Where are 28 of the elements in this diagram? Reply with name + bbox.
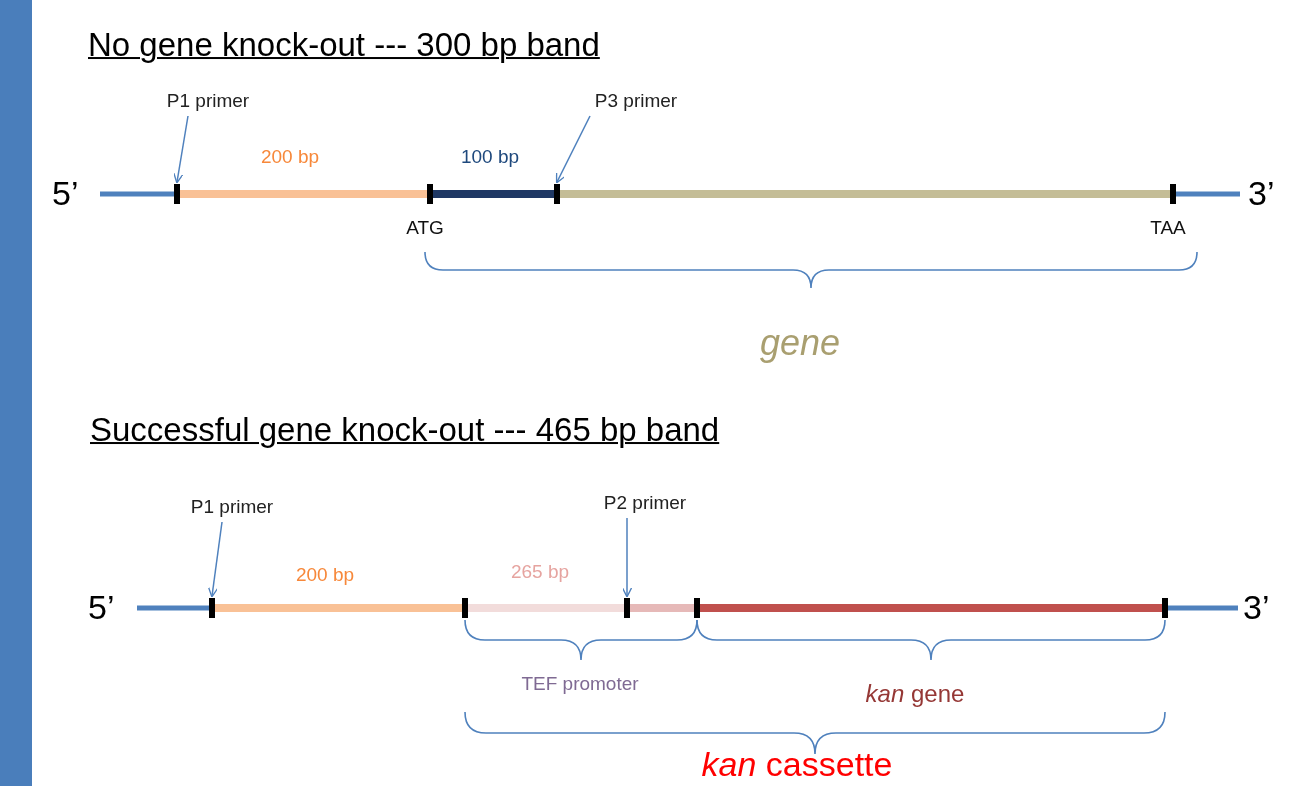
region-label: kan cassette — [701, 745, 893, 785]
leader-arrow — [173, 115, 189, 184]
primer-label: P3 primer — [594, 90, 678, 112]
leader-arrow — [621, 517, 633, 598]
strand-end-label: 3’ — [1243, 588, 1270, 628]
strand-end-label: 3’ — [1248, 174, 1275, 214]
strand-end-label: 5’ — [52, 174, 79, 214]
primer-label: P1 primer — [190, 496, 274, 518]
codon-label: ATG — [406, 217, 444, 239]
heading: Successful gene knock-out --- 465 bp band — [90, 411, 720, 449]
length-label: 200 bp — [260, 146, 320, 168]
length-label: 200 bp — [295, 564, 355, 586]
leader-arrow — [555, 115, 591, 184]
heading: No gene knock-out --- 300 bp band — [88, 26, 600, 64]
primer-label: P1 primer — [166, 90, 250, 112]
boundary-mark — [174, 184, 180, 204]
boundary-mark — [554, 184, 560, 204]
region-label: TEF promoter — [521, 673, 639, 695]
primer-label: P2 primer — [603, 492, 687, 514]
boundary-mark — [209, 598, 215, 618]
region-label: kan gene — [865, 680, 965, 708]
codon-label: TAA — [1150, 217, 1186, 239]
length-label: 100 bp — [460, 146, 520, 168]
region-label: gene — [759, 322, 841, 364]
length-label: 265 bp — [510, 561, 570, 583]
strand-end-label: 5’ — [88, 588, 115, 628]
leader-arrow — [207, 521, 223, 598]
boundary-mark — [624, 598, 630, 618]
